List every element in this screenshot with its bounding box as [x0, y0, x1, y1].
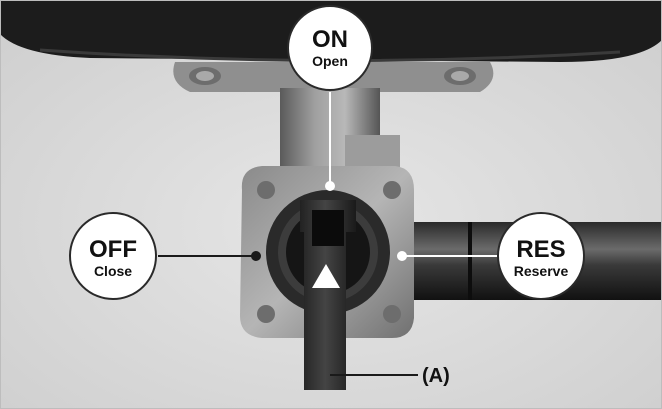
body-screw-br	[383, 305, 401, 323]
marker-dot-off	[251, 251, 261, 261]
arrow-up-icon	[312, 264, 340, 288]
callout-off-circle	[69, 212, 157, 300]
callout-off-sublabel: Close	[94, 263, 132, 279]
callout-on-circle	[287, 5, 373, 91]
callout-res-label: RES	[516, 236, 565, 263]
body-screw-bl	[257, 305, 275, 323]
callout-on-sublabel: Open	[312, 53, 348, 69]
marker-dot-res	[397, 251, 407, 261]
callout-res-circle	[497, 212, 585, 300]
callout-on-label: ON	[312, 26, 348, 53]
marker-dot-on	[325, 181, 335, 191]
lever-label: (A)	[422, 365, 450, 387]
callout-res-sublabel: Reserve	[514, 263, 569, 279]
callout-off-label: OFF	[89, 236, 137, 263]
body-screw-tl	[257, 181, 275, 199]
body-screw-tr	[383, 181, 401, 199]
lever-A	[300, 200, 356, 390]
